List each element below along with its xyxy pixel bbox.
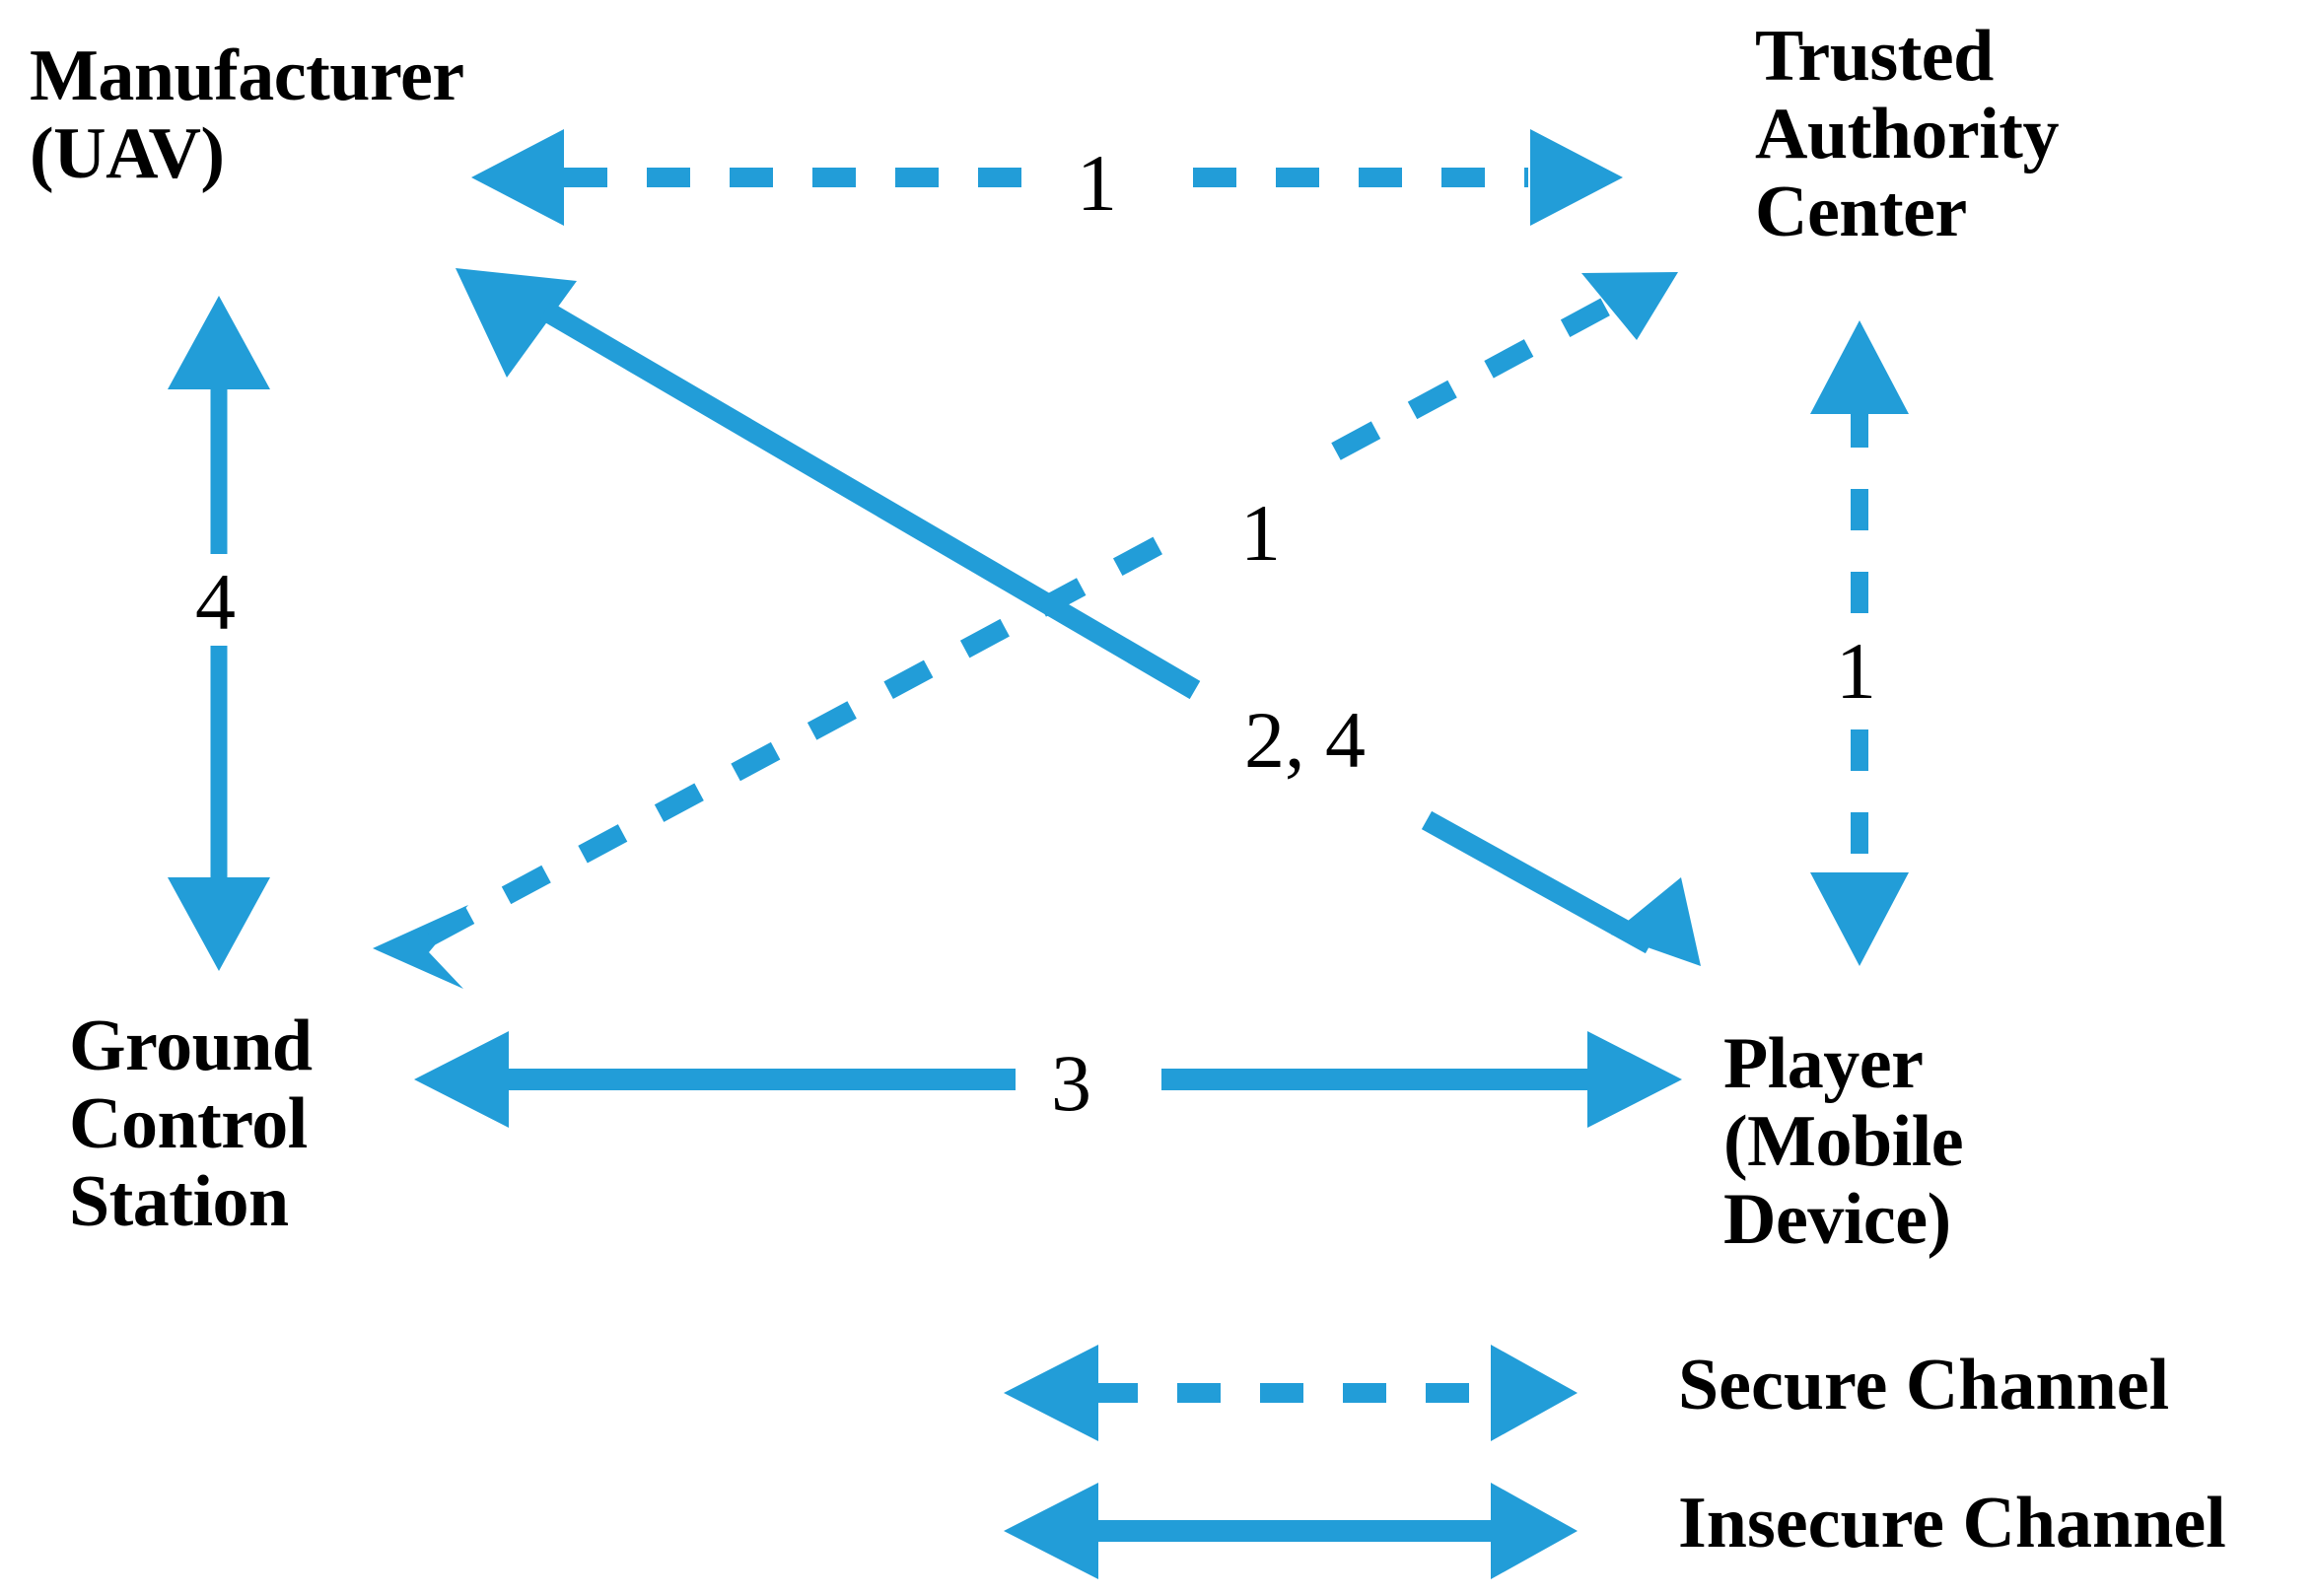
- arrowhead-left: [1004, 1483, 1098, 1579]
- legend-label-insecure-channel: Insecure Channel: [1678, 1483, 2226, 1563]
- edge-gcs-tac: [373, 272, 1678, 989]
- node-trusted-authority-center: Trusted Authority Center: [1755, 16, 2059, 253]
- arrowhead-right: [1530, 129, 1623, 226]
- arrowhead-up-left: [456, 268, 577, 378]
- edge-gcs-player: [414, 1031, 1682, 1128]
- arrowhead-down: [168, 877, 270, 971]
- arrowhead-down-left: [373, 905, 468, 989]
- edge-segment-lower: [1421, 810, 1656, 954]
- arrowhead-right: [1587, 1031, 1682, 1128]
- edge-label-tac-player: 1: [1836, 626, 1876, 716]
- arrowhead-down-right: [1611, 877, 1701, 966]
- node-ground-control-station: Ground Control Station: [69, 1006, 313, 1243]
- edge-manufacturer-player: [456, 268, 1701, 966]
- edge-label-manufacturer-tac: 1: [1077, 138, 1117, 228]
- arrowhead-up: [1810, 320, 1909, 414]
- arrowhead-left: [414, 1031, 509, 1128]
- edge-label-gcs-player: 3: [1051, 1038, 1091, 1128]
- edge-label-manufacturer-player: 2, 4: [1244, 695, 1366, 785]
- edge-dash-upper: [1331, 292, 1622, 460]
- legend-secure-arrow: [1004, 1345, 1578, 1441]
- arrowhead-right: [1491, 1345, 1578, 1441]
- arrowhead-left: [471, 129, 564, 226]
- edge-label-manufacturer-gcs: 4: [195, 557, 236, 647]
- edge-manufacturer-tac: [471, 129, 1623, 226]
- arrowhead-up: [168, 296, 270, 389]
- arrowhead-down: [1810, 872, 1909, 966]
- edge-dash-lower: [425, 528, 1178, 945]
- legend-label-secure-channel: Secure Channel: [1678, 1345, 2170, 1425]
- node-manufacturer: Manufacturer (UAV): [30, 35, 464, 195]
- arrowhead-up-right: [1581, 272, 1678, 340]
- edge-segment-upper: [539, 301, 1201, 700]
- arrowhead-left: [1004, 1345, 1098, 1441]
- node-player: Player (Mobile Device): [1723, 1023, 1964, 1261]
- legend-insecure-arrow: [1004, 1483, 1578, 1579]
- arrowhead-right: [1491, 1483, 1578, 1579]
- edge-label-gcs-tac: 1: [1240, 488, 1281, 578]
